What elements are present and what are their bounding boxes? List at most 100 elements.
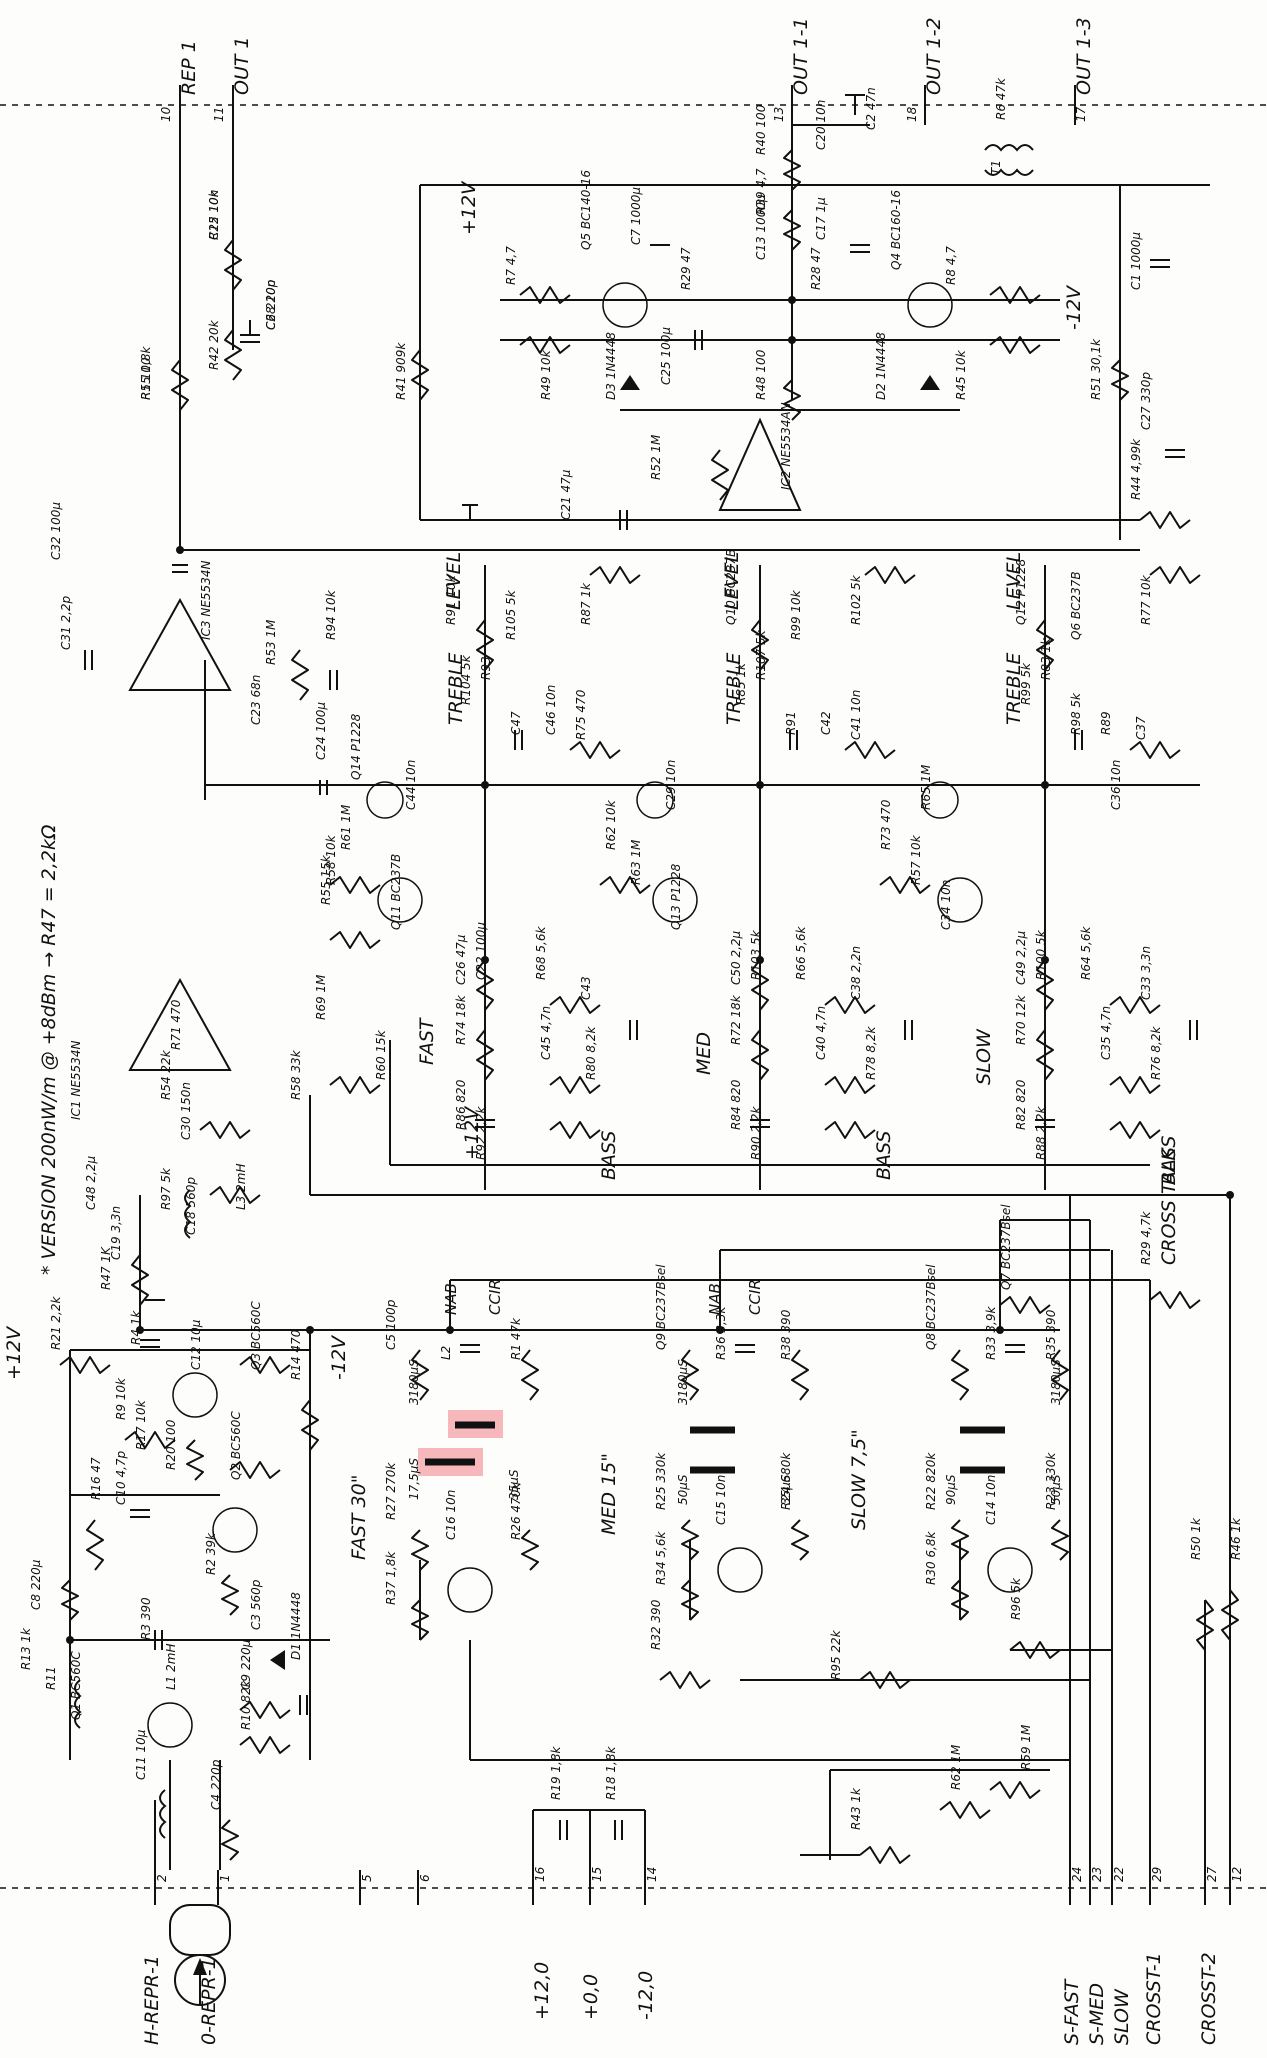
ic3-triangle — [128, 597, 232, 691]
component-label: IC3 NE5534N — [199, 561, 213, 640]
pin-h-repr-label: H-REPR-1 — [141, 1955, 163, 2045]
level-slow-label: LEVEL — [1003, 552, 1025, 610]
pin-rep1-label: REP 1 — [178, 40, 200, 95]
wiring — [69, 124, 1231, 1870]
pin-2-num: 2 — [155, 1874, 169, 1882]
component-label: R13 1k — [19, 1627, 33, 1670]
component-label: R10 82k — [239, 1679, 253, 1730]
transistors — [147, 282, 1033, 1748]
component-label: R36 3,3k — [714, 1305, 728, 1360]
component-label: C21 47µ — [559, 469, 573, 520]
component-label: R14 470 — [289, 1329, 303, 1380]
component-label: R54 22k — [159, 1049, 173, 1100]
component-label: D1 1N4448 — [289, 1592, 303, 1660]
tc-med-c: 3180µS — [676, 1359, 690, 1405]
component-label: R23 330k — [1044, 1452, 1058, 1510]
component-label: R55 15k — [319, 854, 333, 905]
component-label: R91 10k — [444, 574, 458, 625]
component-label: R98 5k — [1069, 692, 1083, 735]
component-label: R65 1M — [919, 764, 933, 810]
component-label: R35 390 — [1044, 1309, 1058, 1360]
pin-out1-3-label: OUT 1-3 — [1073, 17, 1095, 95]
component-label: R19 1,8k — [549, 1745, 563, 1800]
ccir-fast-label: CCIR — [486, 1279, 504, 1315]
component-label: R51 30,1k — [1089, 338, 1103, 400]
component-label: R63 1M — [629, 839, 643, 885]
component-label: Q2 BC560C — [229, 1411, 243, 1480]
level-med-label: LEVEL — [721, 552, 743, 610]
pin-out1-1-label: OUT 1-1 — [790, 17, 812, 95]
component-label: R72 18k — [729, 994, 743, 1045]
section-fast: FAST — [416, 1017, 438, 1065]
cross-talk-label: CROSS TALK — [1158, 1147, 1180, 1265]
component-label: R21 2,2k — [49, 1295, 63, 1350]
component-label: R66 5,6k — [794, 925, 808, 980]
component-label: L1 2mH — [164, 1644, 178, 1690]
minus12-output-label: -12V — [1063, 284, 1085, 330]
component-label: C33 3,3n — [1139, 946, 1153, 1000]
minus12-front-label: -12V — [328, 1334, 350, 1380]
component-label: R47 1K — [99, 1246, 113, 1290]
component-label: R61 1M — [339, 804, 353, 850]
top-pins: 10 REP 1 11 OUT 1 13 OUT 1-1 18 OUT 1-2 … — [159, 17, 1095, 125]
component-label: R20 100 — [164, 1419, 178, 1470]
component-label: R96 5k — [1009, 1577, 1023, 1620]
component-label: Q1 BC560C — [69, 1651, 83, 1720]
pin-22-num: 22 — [1112, 1867, 1126, 1882]
component-label: C40 4,7n — [814, 1006, 828, 1060]
component-label: Q13 P1228 — [669, 863, 683, 930]
component-label: R5 100 — [139, 357, 153, 400]
component-label: C50 2,2µ — [729, 930, 743, 985]
component-label: C1 1000µ — [1129, 232, 1143, 290]
inductors — [74, 144, 1034, 1839]
pin-crosst2-label: CROSST-2 — [1198, 1952, 1220, 2045]
pin-zero-label: +0,0 — [580, 1974, 602, 2020]
component-label: R48 100 — [754, 349, 768, 400]
component-label: R28 47 — [809, 247, 823, 290]
component-label: C42 — [819, 711, 833, 735]
component-label: R68 5,6k — [534, 925, 548, 980]
component-label: R12 10k — [207, 189, 221, 240]
component-label: C8 220µ — [29, 1559, 43, 1610]
component-label: C13 1000µ — [754, 194, 768, 260]
capacitors — [84, 94, 1198, 1840]
component-label: R84 820 — [729, 1079, 743, 1130]
component-label: R43 1k — [849, 1787, 863, 1830]
component-label: R95 22k — [829, 1629, 843, 1680]
component-label: R58 10k — [324, 834, 338, 885]
component-label: R94 10k — [324, 589, 338, 640]
component-label: Q5 BC140-16 — [579, 170, 593, 250]
pin-out1-label: OUT 1 — [231, 36, 253, 95]
component-label: Q7 BC237Bsel — [999, 1204, 1013, 1290]
component-label: C49 2,2µ — [1014, 930, 1028, 985]
component-label: C34 10n — [939, 880, 953, 930]
component-label: R74 18k — [454, 994, 468, 1045]
tc-slow-a: 90µS — [944, 1474, 958, 1505]
component-label: R80 8,2k — [584, 1025, 598, 1080]
component-label: C48 2,2µ — [84, 1155, 98, 1210]
component-label: R99 10k — [789, 589, 803, 640]
component-label: R7 4,7 — [504, 246, 518, 285]
component-label: R11 — [44, 1666, 58, 1690]
bass-slow-label: BASS — [1158, 1136, 1180, 1185]
plus12-front-label: +12V — [3, 1325, 25, 1380]
component-label: R88 2,2k — [1034, 1105, 1048, 1160]
component-label: R89 — [1099, 711, 1113, 735]
component-label: R34 5,6k — [654, 1530, 668, 1585]
bottom-pins: 2 H-REPR-1 1 0-REPR-1 5 6 16 +12,0 15 +0… — [141, 1866, 1244, 2045]
component-label: C28 10n — [264, 280, 278, 330]
component-label: R27 270k — [384, 1462, 398, 1520]
component-label: R77 10k — [1139, 574, 1153, 625]
section-slow-speed: SLOW 7,5" — [848, 1429, 870, 1530]
component-label: C24 100µ — [314, 702, 328, 760]
component-label: R16 47 — [89, 1457, 103, 1500]
component-label: IC1 NE5534N — [69, 1041, 83, 1120]
component-label: R91 — [784, 711, 798, 735]
component-label: R90 2,2k — [749, 1105, 763, 1160]
fast-jumpers — [425, 1421, 1005, 1474]
component-label: C7 1000µ — [629, 187, 643, 245]
component-label: C17 1µ — [814, 197, 828, 240]
component-label: R22 820k — [924, 1452, 938, 1510]
